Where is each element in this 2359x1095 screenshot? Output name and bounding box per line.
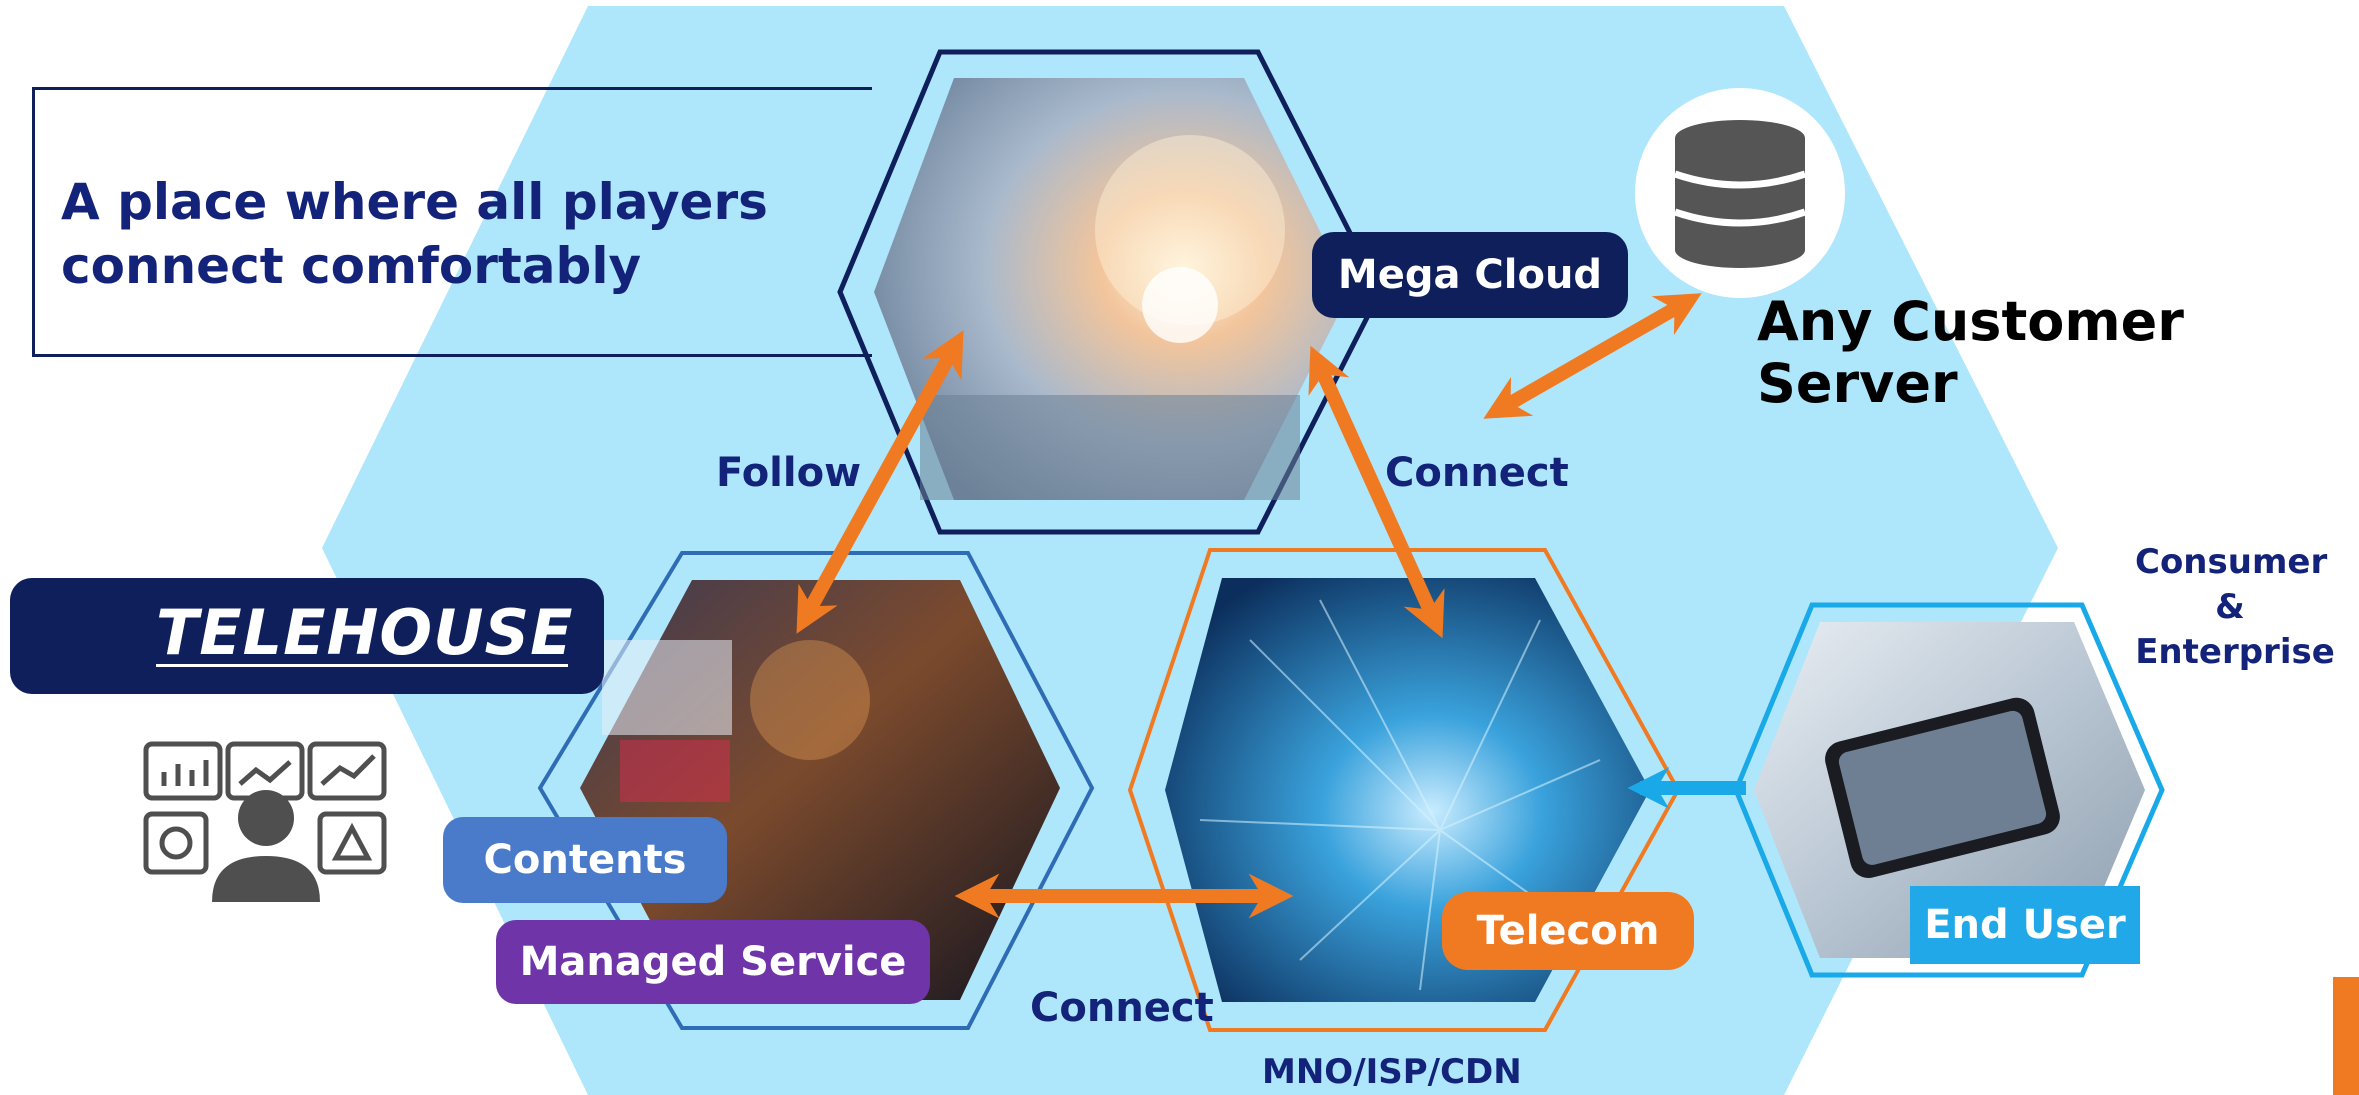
- follow-arrow: [796, 330, 964, 634]
- connect-right-label: Connect: [1385, 450, 1569, 496]
- telehouse-logo: TELEHOUSE: [10, 578, 604, 694]
- mega-cloud-label: Mega Cloud: [1312, 232, 1628, 318]
- database-icon: [1635, 88, 1845, 298]
- headline: A place where all players connect comfor…: [61, 173, 768, 295]
- server-arrow: [1483, 293, 1702, 419]
- monitoring-dashboard-icon: [143, 741, 387, 902]
- telecom-caption: MNO/ISP/CDN: [1262, 1052, 1522, 1092]
- server-label-line1: Any Customer: [1757, 290, 2184, 353]
- contents-label: Contents: [443, 817, 727, 903]
- cloud-hexagon: [837, 49, 1383, 535]
- server-label-line2: Server: [1757, 352, 1958, 415]
- telehouse-wordmark: TELEHOUSE: [156, 596, 574, 669]
- consumer-line3: Enterprise: [2135, 632, 2335, 672]
- consumer-line1: Consumer: [2135, 542, 2328, 582]
- end-user-label: End User: [1910, 886, 2140, 964]
- page-edge-tab: [2333, 977, 2359, 1095]
- headline-box: A place where all players connect comfor…: [32, 87, 875, 357]
- consumer-line2: &: [2215, 587, 2245, 627]
- follow-label: Follow: [716, 450, 862, 496]
- end-user-hexagon: [1733, 602, 2165, 978]
- logo-underline: [156, 664, 568, 667]
- managed-service-label: Managed Service: [496, 920, 930, 1004]
- connect-right-arrow: [1308, 345, 1445, 639]
- telecom-label: Telecom: [1442, 892, 1694, 970]
- connect-bottom-label: Connect: [1030, 985, 1214, 1031]
